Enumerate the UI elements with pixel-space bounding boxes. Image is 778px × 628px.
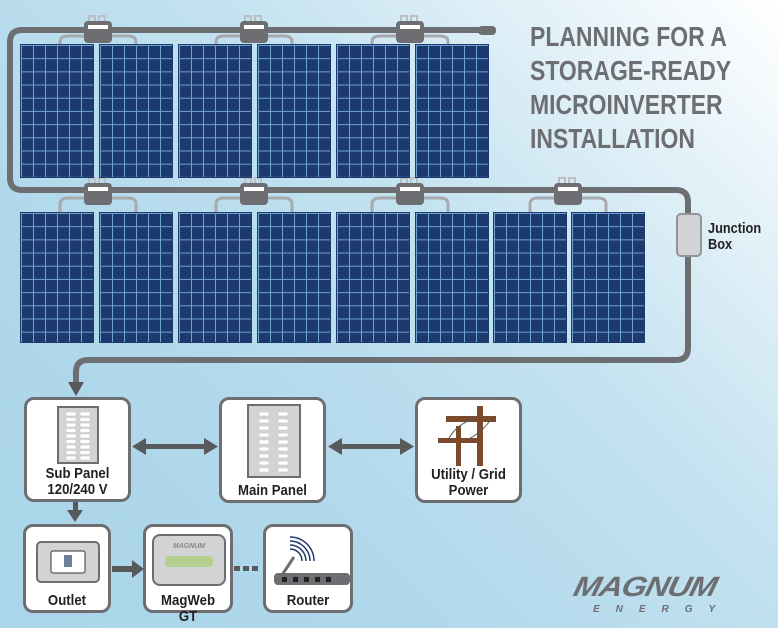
breaker-slot	[258, 411, 270, 417]
title-line: STORAGE-READY	[530, 55, 732, 86]
title-line: MICROINVERTER	[530, 89, 723, 120]
breaker-slot	[277, 467, 289, 473]
breaker-slot	[277, 453, 289, 459]
breaker-slot	[258, 432, 270, 438]
microinverter	[370, 177, 450, 212]
breaker-slot	[277, 418, 289, 424]
breaker-slot	[65, 417, 77, 422]
breaker-slot	[277, 439, 289, 445]
breaker-slot	[277, 425, 289, 431]
microinverter	[214, 177, 294, 212]
router-box: Router	[263, 524, 353, 613]
breaker-slot	[258, 467, 270, 473]
breaker-slot	[277, 446, 289, 452]
router-icon	[274, 536, 350, 585]
solar-panel	[257, 44, 331, 178]
cable-end-cap	[478, 26, 496, 35]
breaker-slot	[79, 411, 91, 417]
breaker-slot	[65, 433, 77, 439]
breaker-slot	[258, 425, 270, 431]
title-line: INSTALLATION	[530, 123, 695, 154]
sub-panel-label-line: Sub Panel	[45, 465, 110, 482]
breaker-slot	[79, 428, 91, 433]
microinverter	[370, 15, 450, 44]
magweb-device-icon: MAGNUM	[152, 534, 226, 586]
utility-grid-label-line: Power	[448, 482, 489, 499]
solar-panel	[415, 44, 489, 178]
bidirectional-arrows	[67, 438, 414, 578]
utility-grid-label-line: Utility / Grid	[431, 466, 506, 483]
breaker-slot	[258, 439, 270, 445]
outlet-box: Outlet	[23, 524, 111, 613]
title-line: PLANNING FOR A	[530, 21, 727, 52]
main-panel-box: Main Panel	[219, 397, 326, 503]
breaker-slot	[79, 433, 91, 439]
breaker-slot	[79, 417, 91, 422]
magweb-box: MAGNUM MagWeb GT	[143, 524, 233, 625]
sub-panel-label-line: 120/240 V	[47, 481, 108, 498]
breaker-slot	[79, 455, 91, 461]
breaker-slot	[277, 411, 289, 417]
breaker-slot	[79, 439, 91, 444]
breaker-slot	[65, 444, 77, 450]
breaker-slot	[258, 453, 270, 459]
solar-panel	[493, 212, 567, 343]
breaker-slot	[258, 460, 270, 466]
solar-panel	[99, 212, 173, 343]
breaker-slot	[65, 428, 77, 433]
breaker-panel-icon	[57, 406, 99, 464]
breaker-slot	[79, 444, 91, 450]
arrow-down-to-subpanel	[68, 382, 84, 396]
breaker-slot	[65, 411, 77, 417]
solar-panel	[99, 44, 173, 178]
utility-pole-icon	[438, 406, 496, 466]
breaker-slot	[65, 422, 77, 428]
breaker-slot	[258, 446, 270, 452]
outlet-label: Outlet	[47, 592, 87, 609]
dashed-network-link	[234, 566, 258, 571]
solar-panel	[336, 212, 410, 343]
breaker-panel-icon	[247, 404, 301, 478]
breaker-slot	[277, 432, 289, 438]
microinverter	[214, 15, 294, 44]
breaker-slot	[258, 418, 270, 424]
solar-panel	[20, 44, 94, 178]
microinverter	[58, 177, 138, 212]
main-panel-label: Main Panel	[238, 482, 307, 499]
breaker-slot	[65, 455, 77, 461]
solar-panel	[336, 44, 410, 178]
breaker-slot	[65, 439, 77, 444]
solar-panel	[178, 44, 252, 178]
router-label: Router	[286, 592, 330, 609]
junction-box-label-line: Junction	[708, 220, 762, 237]
solar-panel	[257, 212, 331, 343]
microinverter	[58, 15, 138, 44]
breaker-slot	[277, 460, 289, 466]
solar-panel	[20, 212, 94, 343]
outlet-icon	[36, 541, 100, 583]
junction-box-label-line: Box	[708, 236, 733, 253]
breaker-slot	[79, 422, 91, 428]
breaker-slot	[65, 450, 77, 455]
microinverter	[528, 177, 608, 212]
magweb-label: MagWeb GT	[160, 592, 216, 625]
solar-panel	[178, 212, 252, 343]
magnum-logo: MAGNUM	[570, 571, 720, 602]
solar-panel	[571, 212, 645, 343]
breaker-slot	[79, 450, 91, 455]
junction-box	[676, 213, 702, 257]
solar-panel	[415, 212, 489, 343]
magnum-logo-sub: ENERGY	[593, 604, 732, 615]
magweb-device-logo: MAGNUM	[173, 543, 205, 550]
main-cable	[7, 27, 691, 387]
